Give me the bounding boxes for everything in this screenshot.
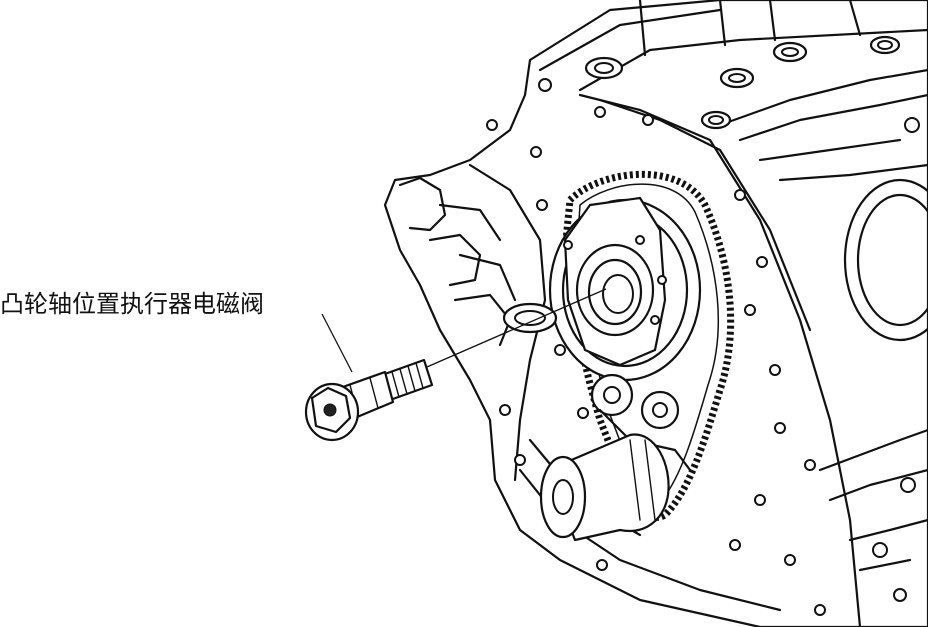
camshaft-sprocket (548, 196, 702, 382)
block-holes (486, 35, 920, 616)
idler-sprockets (590, 373, 692, 472)
port-o-ring (502, 302, 558, 334)
callout-label: 凸轮轴位置执行器电磁阀 (0, 290, 264, 318)
solenoid-valve (304, 358, 434, 442)
crankshaft-nose (539, 433, 670, 542)
leader-lines (321, 288, 607, 373)
